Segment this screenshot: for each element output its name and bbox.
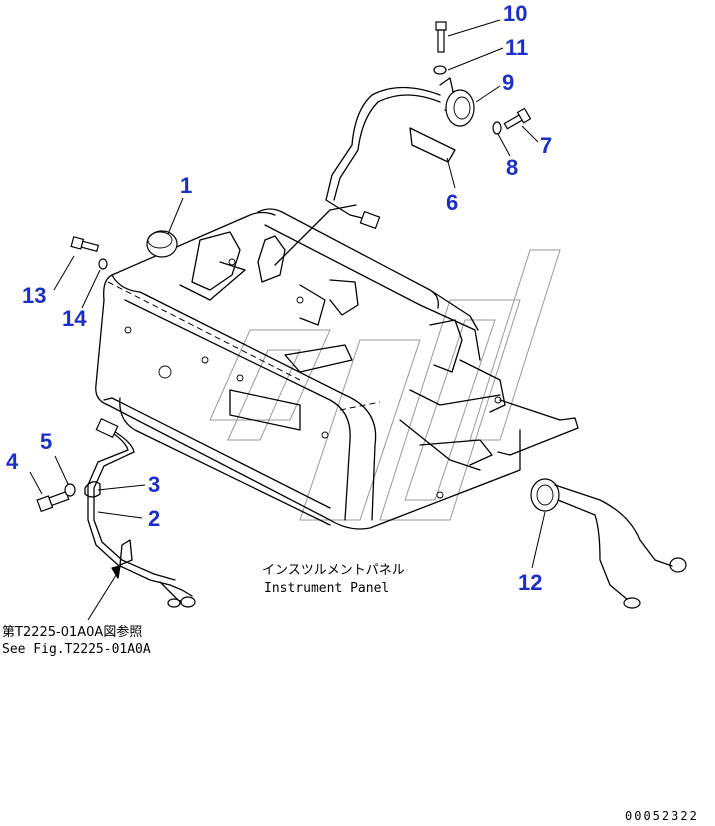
buzzer-assembly bbox=[274, 21, 532, 266]
connector-12 bbox=[530, 478, 687, 609]
drawing-code: 00052322 bbox=[625, 809, 699, 823]
panel-label-english: Instrument Panel bbox=[264, 581, 389, 596]
instrument-panel bbox=[95, 208, 579, 530]
callout-10: 10 bbox=[503, 1, 527, 26]
callout-5: 5 bbox=[40, 429, 52, 454]
watermark-logo bbox=[209, 249, 561, 521]
callout-6: 6 bbox=[446, 190, 458, 215]
callout-2: 2 bbox=[148, 506, 160, 531]
panel-label-japanese: インスツルメントパネル bbox=[262, 563, 405, 578]
washer-8 bbox=[492, 121, 502, 135]
harness-left bbox=[84, 417, 196, 608]
washer-11 bbox=[433, 65, 447, 75]
callout-9: 9 bbox=[502, 70, 514, 95]
callout-1: 1 bbox=[180, 173, 192, 198]
callout-3: 3 bbox=[148, 472, 160, 497]
callout-13: 13 bbox=[22, 283, 46, 308]
bolt-7 bbox=[503, 107, 532, 130]
bolt-4 bbox=[36, 490, 70, 513]
bolt-10 bbox=[435, 21, 447, 53]
washer-5 bbox=[64, 483, 76, 497]
callout-8: 8 bbox=[506, 155, 518, 180]
callout-4: 4 bbox=[6, 449, 19, 474]
bolt-13 bbox=[70, 236, 100, 252]
callout-14: 14 bbox=[62, 306, 87, 331]
cap-plug-1 bbox=[146, 230, 178, 258]
callout-7: 7 bbox=[540, 133, 552, 158]
reference-english: See Fig.T2225-01A0A bbox=[2, 642, 151, 657]
leader-lines bbox=[29, 19, 546, 621]
washer-14 bbox=[98, 258, 108, 270]
callout-12: 12 bbox=[518, 570, 542, 595]
callout-11: 11 bbox=[505, 35, 528, 60]
reference-japanese: 第T2225-01A0A図参照 bbox=[2, 624, 142, 640]
